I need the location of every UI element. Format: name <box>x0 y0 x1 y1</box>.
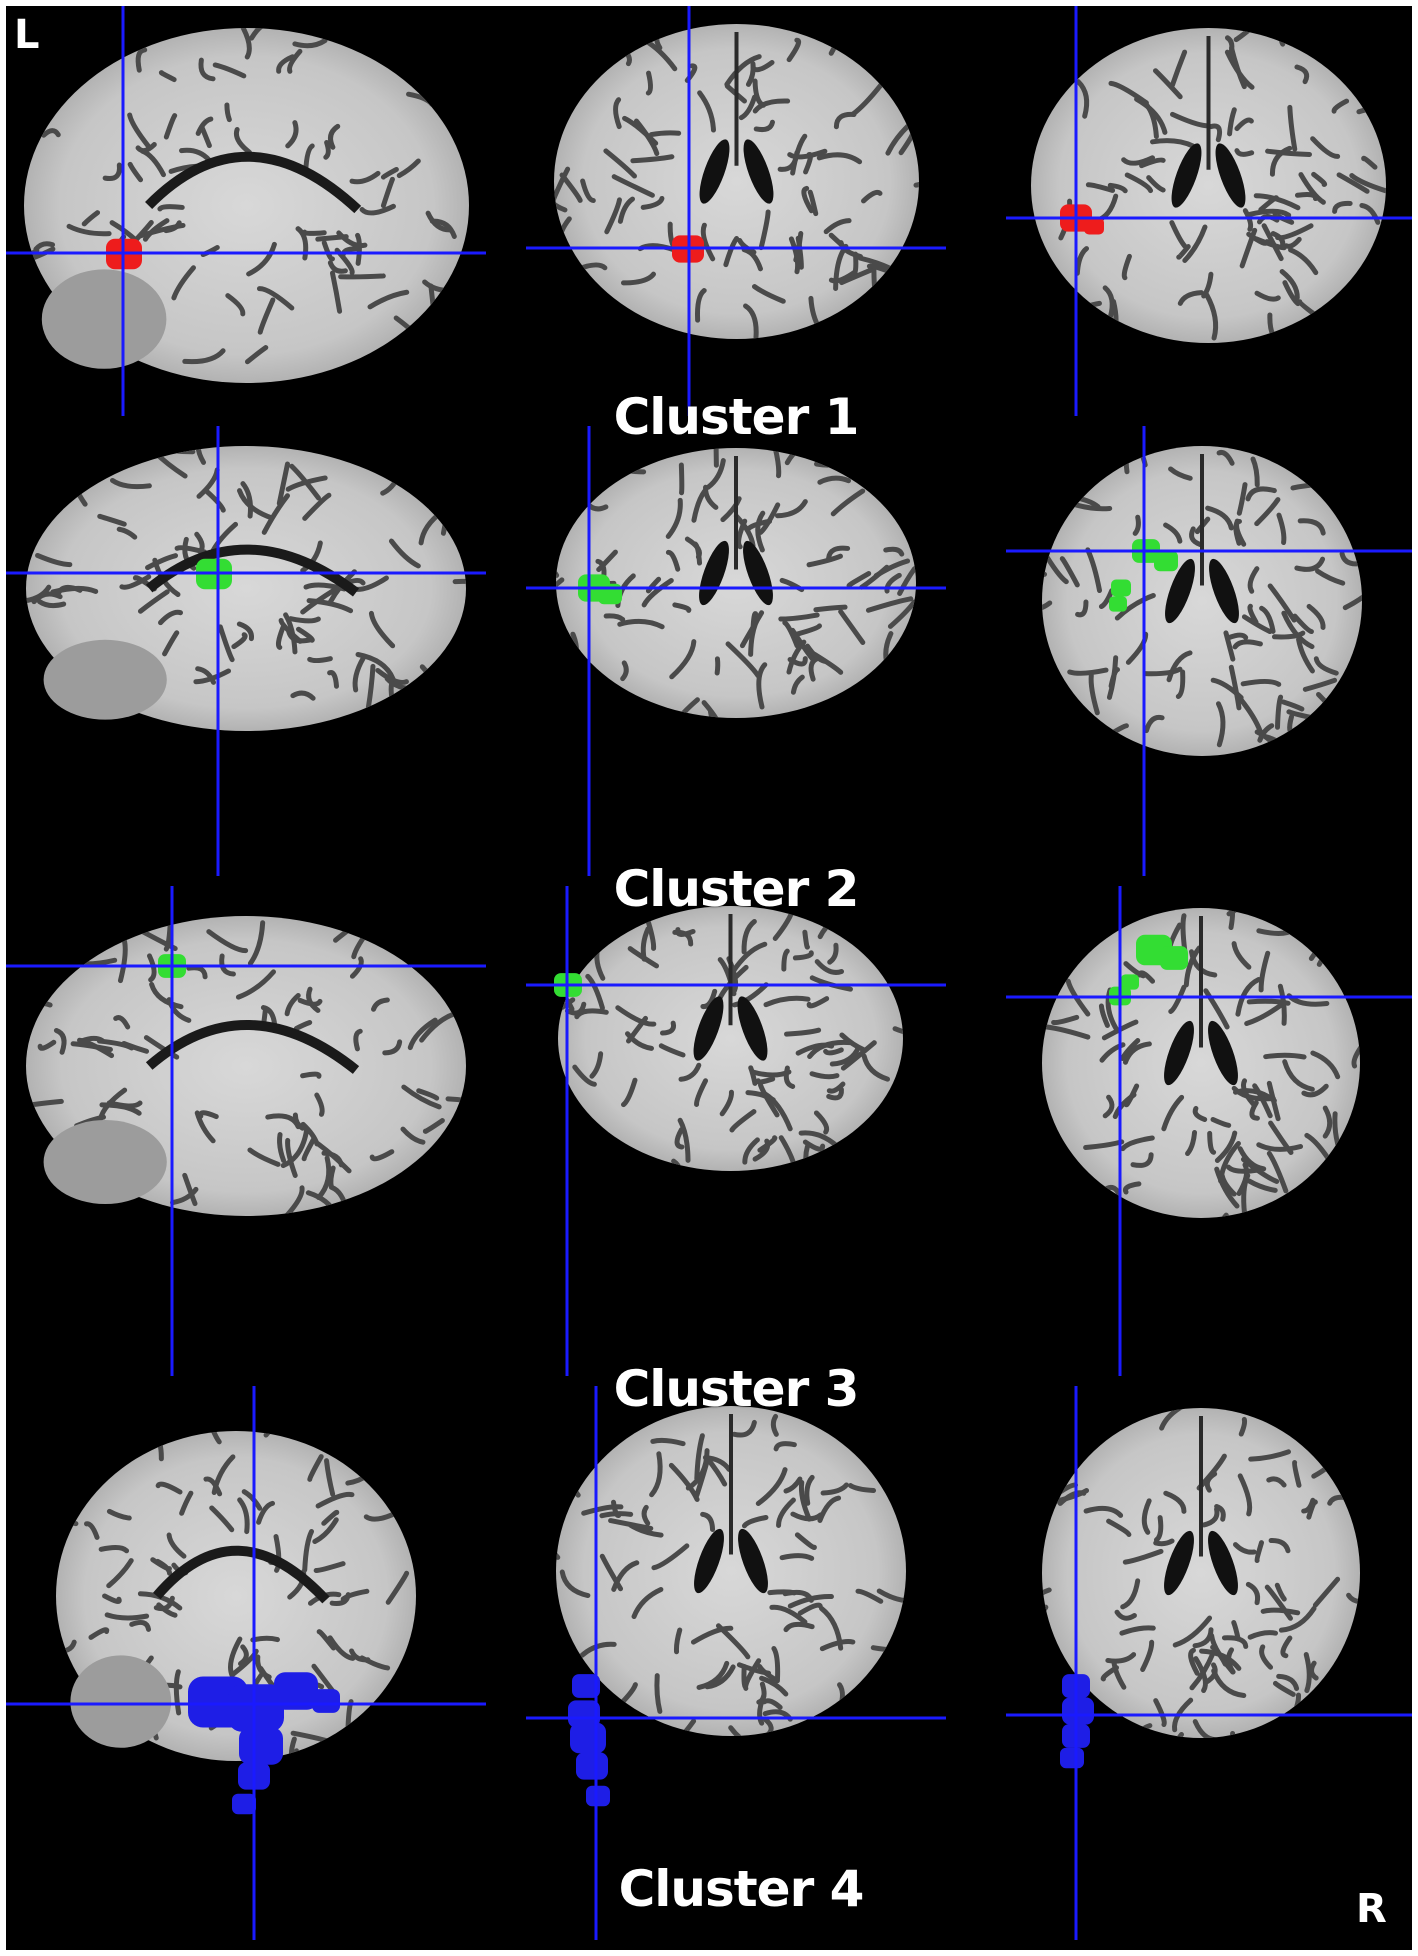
cluster-3-axial-slice <box>1006 886 1412 1386</box>
ventricle-left <box>1164 1530 1194 1596</box>
activation-blob <box>586 1785 610 1807</box>
mri-slice-image <box>1006 1386 1412 1940</box>
cluster-2-caption: Cluster 2 <box>613 860 860 918</box>
activation-blob <box>1160 946 1188 970</box>
brain-tissue <box>556 448 916 718</box>
activation-blob <box>572 1674 600 1698</box>
cluster-2-sagittal-slice <box>6 426 486 886</box>
cluster-2-axial-slice <box>1006 426 1412 886</box>
activation-blob <box>570 1722 606 1754</box>
mri-slice-image <box>6 886 486 1376</box>
activation-blob <box>1109 596 1127 612</box>
cluster-1-axial-slice <box>1006 6 1412 426</box>
activation-blob <box>1060 1747 1084 1769</box>
mri-slice-image <box>526 886 946 1376</box>
cluster-4-activation <box>568 1674 610 1807</box>
corpus-callosum <box>153 1545 330 1604</box>
ventricle-right <box>1208 1020 1238 1086</box>
ventricle-right <box>1208 1530 1238 1596</box>
ventricle-left <box>693 996 724 1061</box>
ventricle-right <box>738 1528 768 1594</box>
brain-tissue <box>556 1406 906 1736</box>
mri-slice-image <box>1006 886 1412 1376</box>
mri-slice-image <box>1006 6 1412 416</box>
cluster-4-activation <box>1060 1674 1094 1769</box>
brain-tissue <box>558 906 903 1171</box>
cerebellum <box>70 1655 172 1748</box>
cerebellum <box>43 639 167 720</box>
activation-blob <box>239 1727 283 1765</box>
brain-tissue <box>1031 28 1386 343</box>
ventricle-left <box>694 1528 724 1594</box>
cluster-3-coronal-slice <box>526 886 946 1386</box>
cerebellum <box>41 269 167 369</box>
cluster-3-caption: Cluster 3 <box>613 1360 860 1418</box>
mri-slice-image <box>6 1386 486 1940</box>
activation-blob <box>274 1672 318 1710</box>
ventricle-left <box>1171 143 1202 208</box>
ventricle-left <box>1165 558 1195 624</box>
ventricle-right <box>1209 558 1239 624</box>
mri-slice-image <box>1006 426 1412 876</box>
brain-tissue <box>1042 1408 1360 1738</box>
cluster-3-sagittal-slice <box>6 886 486 1386</box>
left-hemisphere-label: L <box>14 12 40 58</box>
activation-blob <box>1111 579 1131 597</box>
mri-slice-image <box>526 1386 946 1940</box>
mri-slice-image <box>6 6 486 416</box>
mri-slice-image <box>6 426 486 876</box>
cluster-1-sagittal-slice <box>6 6 486 426</box>
ventricle-left <box>1164 1020 1194 1086</box>
ventricle-left <box>699 139 730 204</box>
activation-blob <box>228 1684 284 1732</box>
activation-blob <box>1121 974 1139 990</box>
mri-slice-image <box>526 6 946 416</box>
right-hemisphere-label: R <box>1356 1886 1387 1932</box>
cluster-1-coronal-slice <box>526 6 946 426</box>
activation-blob <box>568 1700 600 1728</box>
cluster-4-sagittal-slice <box>6 1386 486 1950</box>
activation-blob <box>1084 217 1104 235</box>
cluster-4-axial-slice <box>1006 1386 1412 1950</box>
ventricle-right <box>1215 143 1246 208</box>
corpus-callosum <box>145 151 362 214</box>
mri-slice-image <box>526 426 946 876</box>
gyri-texture <box>1058 28 1386 343</box>
activation-blob <box>1154 550 1178 572</box>
cluster-4-coronal-slice <box>526 1386 946 1950</box>
activation-blob <box>312 1689 340 1713</box>
cluster-1-caption: Cluster 1 <box>613 388 860 446</box>
gyri-texture <box>1042 1408 1360 1738</box>
activation-blob <box>1062 1697 1094 1725</box>
cerebellum <box>43 1120 167 1204</box>
activation-blob <box>576 1752 608 1780</box>
corpus-callosum <box>145 1020 360 1074</box>
ventricle-right <box>743 139 774 204</box>
cluster-2-coronal-slice <box>526 426 946 886</box>
brain-tissue <box>554 24 919 339</box>
ventricle-right <box>737 996 768 1061</box>
cluster-4-caption: Cluster 4 <box>618 1860 865 1918</box>
brain-mri-figure: L R Cluster 1 Cluster 2 Cluster 3 Cluste… <box>6 6 1412 1950</box>
cluster-3-activation <box>1109 934 1188 1006</box>
activation-blob <box>232 1793 256 1815</box>
